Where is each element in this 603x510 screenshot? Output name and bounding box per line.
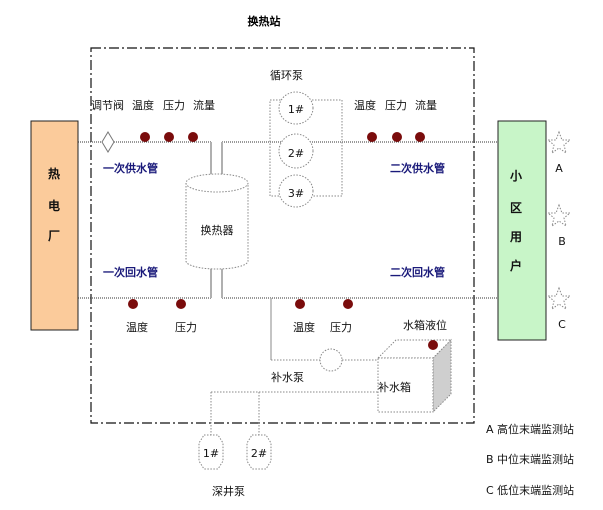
heat-plant-char-1: 热 — [48, 166, 60, 181]
secondary-return-pressure-sensor[interactable] — [343, 299, 353, 309]
community-char-2: 区 — [510, 201, 522, 215]
heat-exchanger[interactable] — [185, 173, 249, 270]
heat-plant-char-3: 厂 — [48, 229, 60, 243]
heat-plant-char-2: 电 — [48, 198, 60, 213]
primary-supply-pressure-sensor[interactable] — [164, 132, 174, 142]
tank-level-sensor[interactable] — [428, 340, 438, 350]
secondary-supply-flow-sensor[interactable] — [415, 132, 425, 142]
heat-exchanger-label: 换热器 — [201, 223, 234, 237]
deep-well-pump-2[interactable]: 2# — [246, 434, 272, 470]
terminal-station-a[interactable] — [546, 130, 572, 155]
primary-return-pressure-sensor[interactable] — [176, 299, 186, 309]
legend-a: A 高位末端监测站 — [486, 422, 574, 436]
circulation-pump-2[interactable]: 2# — [278, 133, 314, 169]
primary-supply-flow-sensor[interactable] — [188, 132, 198, 142]
label-secondary-pressure: 压力 — [385, 99, 407, 112]
label-secondary-return-pressure: 压力 — [330, 321, 352, 334]
label-primary-pressure: 压力 — [163, 99, 185, 112]
primary-supply-label: 一次供水管 — [103, 161, 158, 175]
deep-well-pump-1-label: 1# — [203, 447, 219, 460]
label-valve: 调节阀 — [91, 98, 124, 112]
makeup-tank-label: 补水箱 — [378, 380, 411, 394]
makeup-pump-label: 补水泵 — [271, 371, 304, 384]
circulation-pump-2-label: 2# — [288, 147, 304, 160]
terminal-station-c[interactable] — [546, 286, 572, 311]
deep-well-pump-2-label: 2# — [251, 447, 267, 460]
makeup-tank[interactable] — [376, 338, 453, 414]
deep-well-pump-1[interactable]: 1# — [198, 434, 224, 470]
label-secondary-return-temp: 温度 — [293, 320, 315, 334]
label-primary-flow: 流量 — [193, 98, 215, 112]
heat-plant-box[interactable] — [30, 120, 79, 331]
label-primary-temp: 温度 — [132, 98, 154, 112]
terminal-station-c-label: C — [558, 318, 566, 331]
label-primary-return-temp: 温度 — [126, 320, 148, 334]
primary-supply-temp-sensor[interactable] — [140, 132, 150, 142]
primary-return-label: 一次回水管 — [103, 265, 158, 279]
secondary-supply-label: 二次供水管 — [390, 161, 445, 175]
station-boundary — [90, 47, 475, 424]
makeup-pump[interactable] — [319, 348, 343, 372]
circulation-pump-1-label: 1# — [288, 103, 304, 116]
secondary-return-temp-sensor[interactable] — [295, 299, 305, 309]
community-char-4: 户 — [510, 258, 522, 273]
primary-return-temp-sensor[interactable] — [128, 299, 138, 309]
legend-c: C 低位末端监测站 — [486, 483, 574, 497]
circulation-pump-label: 循环泵 — [270, 69, 303, 82]
community-char-1: 小 — [510, 168, 522, 183]
regulating-valve-icon[interactable] — [101, 131, 115, 153]
circulation-pump-1[interactable]: 1# — [278, 91, 314, 125]
circulation-pump-3[interactable]: 3# — [278, 174, 314, 208]
community-users-box[interactable] — [497, 120, 547, 341]
label-secondary-temp: 温度 — [354, 98, 376, 112]
label-secondary-flow: 流量 — [415, 98, 437, 112]
terminal-station-b-label: B — [558, 235, 566, 248]
deep-well-pump-label: 深井泵 — [212, 484, 245, 498]
legend-b: B 中位末端监测站 — [486, 452, 574, 466]
secondary-supply-temp-sensor[interactable] — [367, 132, 377, 142]
terminal-station-b[interactable] — [546, 203, 572, 228]
circulation-pump-3-label: 3# — [288, 187, 304, 200]
terminal-station-a-label: A — [555, 162, 563, 175]
secondary-supply-pressure-sensor[interactable] — [392, 132, 402, 142]
label-primary-return-pressure: 压力 — [175, 321, 197, 334]
station-title: 换热站 — [248, 14, 281, 28]
tank-level-label: 水箱液位 — [403, 318, 447, 332]
secondary-return-label: 二次回水管 — [390, 265, 445, 279]
community-char-3: 用 — [509, 230, 522, 244]
